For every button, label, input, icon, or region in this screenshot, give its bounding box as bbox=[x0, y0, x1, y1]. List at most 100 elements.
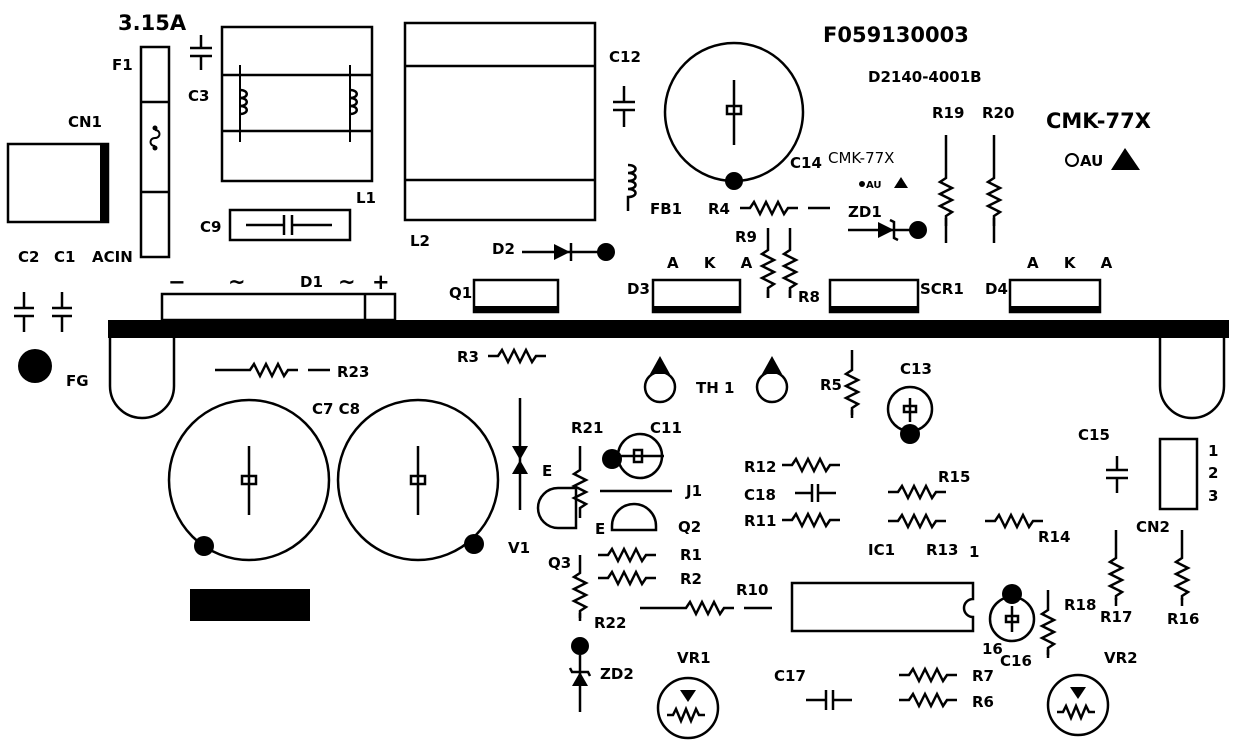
label-C11: C11 bbox=[650, 419, 682, 437]
label-C14: C14 bbox=[790, 154, 822, 172]
label-D4-pins: A K A bbox=[1027, 254, 1122, 272]
label-IC1: IC1 bbox=[868, 541, 895, 559]
label-C2: C2 bbox=[18, 248, 39, 266]
label-C15: C15 bbox=[1078, 426, 1110, 444]
ul-mark-small-icon: AU bbox=[859, 180, 882, 191]
resistor-R18 bbox=[1040, 590, 1056, 660]
resistor-R9 bbox=[760, 228, 776, 300]
capacitor-C7 bbox=[167, 398, 331, 562]
diode-D3 bbox=[651, 278, 742, 314]
capacitor-C9 bbox=[228, 208, 352, 242]
resistor-R10 bbox=[674, 600, 736, 616]
label-FB1: FB1 bbox=[650, 200, 682, 218]
resistor-R19 bbox=[938, 135, 954, 243]
capacitor-C12 bbox=[613, 86, 635, 127]
label-Q2: Q2 bbox=[678, 518, 701, 536]
label-TH1: TH 1 bbox=[696, 379, 734, 397]
label-R3: R3 bbox=[457, 348, 479, 366]
label-C16: C16 bbox=[1000, 652, 1032, 670]
warning-triangle-small-icon bbox=[894, 177, 908, 188]
label-D2: D2 bbox=[492, 240, 515, 258]
connector-CN1 bbox=[6, 142, 110, 224]
label-C17: C17 bbox=[774, 667, 806, 685]
resistor-R20 bbox=[986, 135, 1002, 243]
label-CN2-pin3: 3 bbox=[1208, 487, 1218, 505]
label-V1: V1 bbox=[508, 539, 530, 557]
capacitor-C15 bbox=[1106, 456, 1128, 493]
label-IC1-pin1: 1 bbox=[969, 543, 979, 561]
warning-triangle-icon bbox=[1111, 148, 1140, 170]
resistor-R4 bbox=[738, 200, 800, 216]
label-R8: R8 bbox=[798, 288, 820, 306]
resistor-R16 bbox=[1174, 530, 1190, 608]
thermistor-TH1 bbox=[643, 356, 789, 404]
label-CN2-pin2: 2 bbox=[1208, 464, 1218, 482]
capacitor-C18 bbox=[795, 484, 836, 502]
marking-block bbox=[190, 589, 310, 621]
capacitor-C1 bbox=[52, 292, 72, 332]
ground-pad-FG bbox=[18, 349, 52, 383]
label-C18: C18 bbox=[744, 486, 776, 504]
label-R23: R23 bbox=[337, 363, 369, 381]
ul-mark-icon: AU bbox=[1065, 152, 1103, 170]
label-R17: R17 bbox=[1100, 608, 1132, 626]
label-C13: C13 bbox=[900, 360, 932, 378]
label-L2: L2 bbox=[410, 232, 430, 250]
label-Q3: Q3 bbox=[548, 554, 571, 572]
inductor-L2 bbox=[403, 21, 597, 222]
resistor-R2 bbox=[596, 570, 658, 586]
diode-D2 bbox=[522, 243, 615, 261]
capacitor-C16 bbox=[988, 584, 1036, 643]
label-R16: R16 bbox=[1167, 610, 1199, 628]
label-R10: R10 bbox=[736, 581, 768, 599]
label-R18: R18 bbox=[1064, 596, 1096, 614]
zener-ZD1 bbox=[848, 218, 927, 242]
resistor-R12 bbox=[780, 457, 842, 473]
resistor-R13 bbox=[886, 513, 948, 529]
zener-ZD2 bbox=[568, 637, 592, 712]
resistor-R17 bbox=[1108, 530, 1124, 608]
label-R21: R21 bbox=[571, 419, 603, 437]
label-R14: R14 bbox=[1038, 528, 1070, 546]
label-R7: R7 bbox=[972, 667, 994, 685]
label-R5: R5 bbox=[820, 376, 842, 394]
transistor-Q2 bbox=[610, 502, 658, 532]
label-R1: R1 bbox=[680, 546, 702, 564]
resistor-R6 bbox=[897, 692, 959, 708]
capacitor-C11 bbox=[602, 432, 664, 480]
label-CN2: CN2 bbox=[1136, 518, 1170, 536]
label-C12: C12 bbox=[609, 48, 641, 66]
thyristor-SCR1 bbox=[828, 278, 920, 314]
resistor-R11 bbox=[780, 512, 842, 528]
resistor-R15 bbox=[886, 484, 948, 500]
label-CN2-pin1: 1 bbox=[1208, 442, 1218, 460]
label-E1: E bbox=[542, 462, 552, 480]
fuse-rating-label: 3.15A bbox=[118, 11, 187, 35]
label-R6: R6 bbox=[972, 693, 994, 711]
heatsink-bar bbox=[108, 320, 1229, 338]
potentiometer-VR1 bbox=[656, 676, 720, 740]
label-L1: L1 bbox=[356, 189, 376, 207]
label-VR1: VR1 bbox=[677, 649, 711, 667]
label-R13: R13 bbox=[926, 541, 958, 559]
svg-text:AU: AU bbox=[1080, 152, 1103, 170]
potentiometer-VR2 bbox=[1046, 673, 1110, 737]
resistor-R21 bbox=[572, 446, 588, 520]
label-C1: C1 bbox=[54, 248, 75, 266]
varistor-V1 bbox=[512, 398, 528, 510]
mounting-lug-right bbox=[1158, 338, 1226, 420]
mounting-lug-left bbox=[108, 338, 176, 420]
capacitor-C13 bbox=[886, 385, 934, 444]
label-R22: R22 bbox=[594, 614, 626, 632]
inductor-L1 bbox=[220, 25, 374, 183]
label-ZD2: ZD2 bbox=[600, 665, 634, 683]
label-D3: D3 bbox=[627, 280, 650, 298]
label-ZD1: ZD1 bbox=[848, 203, 882, 221]
bridge-rectifier-D1 bbox=[160, 292, 397, 322]
diode-D4 bbox=[1008, 278, 1102, 314]
label-D3-pins: A K A bbox=[667, 254, 762, 272]
ferrite-bead-FB1 bbox=[626, 163, 637, 211]
label-R9: R9 bbox=[735, 228, 757, 246]
label-FG: FG bbox=[66, 372, 89, 390]
